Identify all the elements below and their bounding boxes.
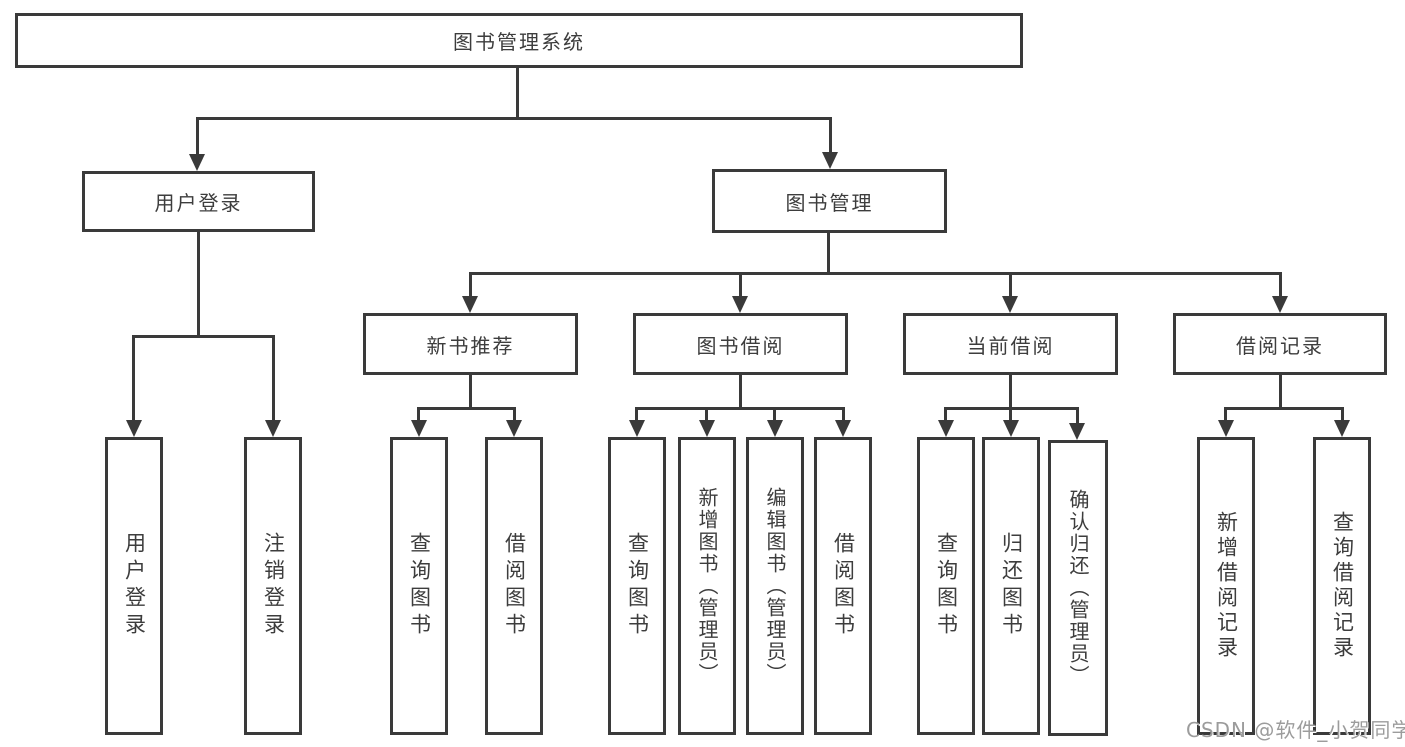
node-new-book-recommend: 新书推荐 <box>363 313 578 375</box>
connector-line <box>827 233 830 275</box>
connector-line <box>773 407 776 424</box>
node-book-borrowing: 图书借阅 <box>633 313 848 375</box>
arrow-down-icon <box>462 296 478 313</box>
connector-line <box>417 407 420 424</box>
leaf-confirm-return-admin: 确认归还（管理员） <box>1048 440 1108 736</box>
connector-line <box>469 272 472 300</box>
connector-line <box>1076 407 1079 427</box>
connector-line <box>417 407 516 410</box>
arrow-down-icon <box>1069 423 1085 440</box>
node-current-borrowing: 当前借阅 <box>903 313 1118 375</box>
leaf-edit-book-admin: 编辑图书（管理员） <box>746 437 804 735</box>
connector-line <box>739 375 742 410</box>
connector-line <box>705 407 708 424</box>
connector-line <box>516 68 519 120</box>
arrow-down-icon <box>629 420 645 437</box>
arrow-down-icon <box>732 296 748 313</box>
node-book-management: 图书管理 <box>712 169 947 233</box>
connector-line <box>196 117 199 157</box>
connector-line <box>196 117 832 120</box>
arrow-down-icon <box>767 420 783 437</box>
arrow-down-icon <box>1218 420 1234 437</box>
leaf-user-login: 用户登录 <box>105 437 163 735</box>
arrow-down-icon <box>699 420 715 437</box>
watermark-text: CSDN @软件_小贺同学 <box>1186 718 1405 742</box>
leaf-return-books: 归还图书 <box>982 437 1040 735</box>
arrow-down-icon <box>1272 296 1288 313</box>
connector-line <box>469 375 472 410</box>
connector-line <box>132 335 275 338</box>
connector-line <box>829 117 832 155</box>
arrow-down-icon <box>189 154 205 171</box>
connector-line <box>842 407 845 424</box>
leaf-query-books: 查询图书 <box>917 437 975 735</box>
connector-line <box>1009 407 1012 424</box>
connector-line <box>272 335 275 423</box>
arrow-down-icon <box>822 152 838 169</box>
connector-line <box>635 407 845 410</box>
node-user-login: 用户登录 <box>82 171 315 232</box>
leaf-add-borrow-record: 新增借阅记录 <box>1197 437 1255 735</box>
arrow-down-icon <box>265 420 281 437</box>
connector-line <box>132 335 135 423</box>
arrow-down-icon <box>1002 296 1018 313</box>
connector-line <box>739 272 742 300</box>
leaf-query-books: 查询图书 <box>390 437 448 735</box>
connector-line <box>1224 407 1227 424</box>
connector-line <box>513 407 516 424</box>
leaf-query-borrow-record: 查询借阅记录 <box>1313 437 1371 735</box>
leaf-logout: 注销登录 <box>244 437 302 735</box>
node-borrow-records: 借阅记录 <box>1173 313 1387 375</box>
arrow-down-icon <box>1003 420 1019 437</box>
arrow-down-icon <box>938 420 954 437</box>
connector-line <box>1341 407 1344 424</box>
leaf-borrow-books: 借阅图书 <box>814 437 872 735</box>
arrow-down-icon <box>835 420 851 437</box>
leaf-query-books: 查询图书 <box>608 437 666 735</box>
connector-line <box>944 407 947 424</box>
arrow-down-icon <box>506 420 522 437</box>
connector-line <box>1279 375 1282 410</box>
arrow-down-icon <box>411 420 427 437</box>
connector-line <box>197 232 200 338</box>
arrow-down-icon <box>1334 420 1350 437</box>
leaf-borrow-books: 借阅图书 <box>485 437 543 735</box>
connector-line <box>1279 272 1282 300</box>
arrow-down-icon <box>126 420 142 437</box>
connector-line <box>1009 375 1012 410</box>
connector-line <box>469 272 1282 275</box>
node-library-system: 图书管理系统 <box>15 13 1023 68</box>
leaf-add-book-admin: 新增图书（管理员） <box>678 437 736 735</box>
connector-line <box>1224 407 1344 410</box>
connector-line <box>635 407 638 424</box>
connector-line <box>1009 272 1012 300</box>
